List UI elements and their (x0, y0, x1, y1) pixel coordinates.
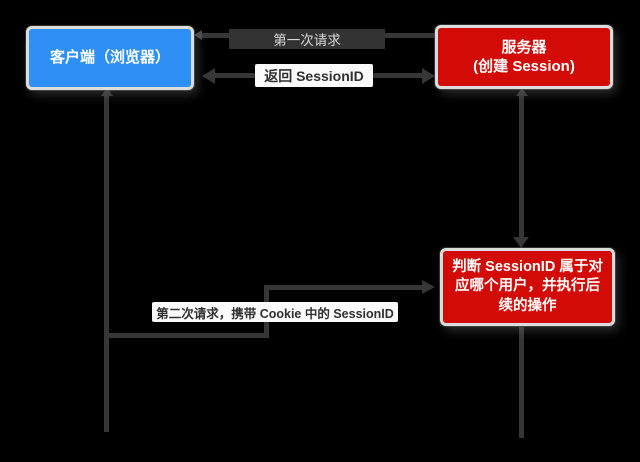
arrowhead-judge-down-icon (513, 237, 529, 248)
edge-second-request-label: 第二次请求，携带 Cookie 中的 SessionID (152, 302, 398, 322)
server-lifeline-lower (519, 327, 524, 438)
edge-second-request-horizontal-high (264, 285, 422, 290)
server-node-label-line1: 服务器 (501, 38, 547, 56)
edge-first-request-label: 第一次请求 (229, 29, 385, 49)
judge-node: 判断 SessionID 属于对 应哪个用户，并执行后 续的操作 (440, 248, 615, 326)
arrowhead-first-request-left-icon (194, 30, 202, 40)
arrowhead-return-session-left-icon (202, 68, 215, 84)
client-node: 客户端（浏览器） (26, 26, 194, 90)
client-lifeline (104, 95, 109, 432)
edge-return-session-label: 返回 SessionID (255, 64, 373, 87)
arrowhead-client-lifeline-up-icon (101, 88, 113, 96)
server-node-label-line2: (创建 Session) (473, 58, 575, 75)
arrowhead-second-request-right-icon (422, 280, 435, 294)
arrowhead-server-lifeline-up-icon (516, 88, 528, 96)
server-node: 服务器 (创建 Session) (435, 25, 613, 89)
judge-node-label-line1: 判断 SessionID 属于对 (452, 258, 603, 275)
judge-node-label-line2: 应哪个用户，并执行后 (455, 278, 600, 295)
server-lifeline-upper (519, 95, 524, 238)
arrowhead-return-session-right-icon (422, 68, 435, 84)
judge-node-label-line3: 续的操作 (498, 297, 557, 314)
edge-second-request-horizontal-low (104, 333, 269, 338)
client-node-label: 客户端（浏览器） (49, 49, 170, 67)
